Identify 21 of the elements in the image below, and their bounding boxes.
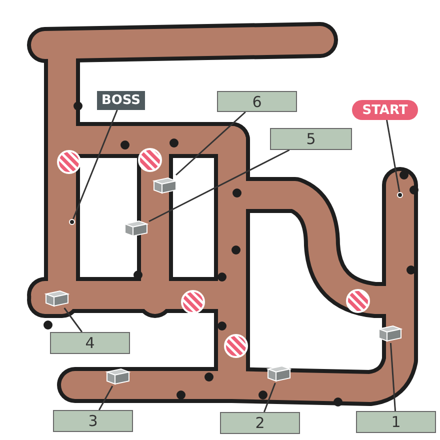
leader-line (64, 308, 83, 332)
leader-line (98, 386, 114, 410)
chest-icon (105, 366, 131, 386)
leader-line (263, 382, 276, 412)
number-label: 3 (53, 410, 133, 432)
start-label: START (352, 100, 418, 120)
number-label: 6 (217, 91, 297, 112)
leader-line (176, 111, 246, 176)
number-label: 2 (220, 412, 300, 434)
chest-icon (152, 175, 178, 195)
leader-line (72, 110, 118, 220)
chest-icon (123, 218, 149, 238)
chest-icon (44, 288, 70, 308)
leader-line (148, 149, 290, 222)
number-label: 5 (270, 128, 352, 150)
leader-line (390, 342, 396, 412)
number-label: 1 (356, 411, 436, 433)
chest-icon (377, 323, 403, 343)
leader-line (386, 120, 400, 192)
boss-label: BOSS (97, 91, 145, 110)
number-label: 4 (50, 332, 130, 354)
